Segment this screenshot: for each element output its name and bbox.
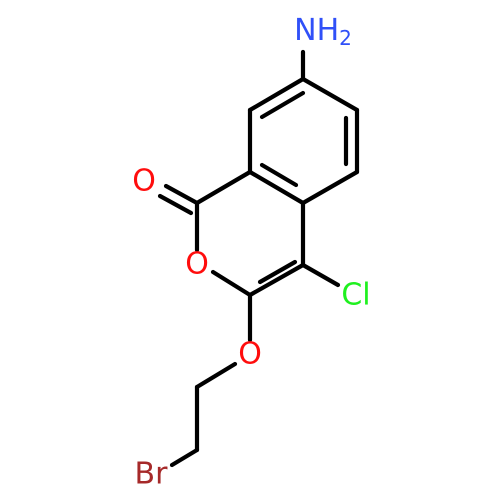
carbonyl-oxygen-label: O [132, 164, 156, 199]
carbonyl-bond [163, 183, 200, 206]
bond [194, 169, 253, 206]
benzene-ring [247, 76, 360, 206]
double-bond-inner [259, 90, 306, 120]
double-bond-inner [257, 259, 298, 285]
bromo-bond [169, 447, 200, 468]
amine-label: NH2 [294, 13, 352, 51]
bond [300, 169, 360, 206]
bond [300, 76, 360, 113]
ethyl-bond [194, 361, 238, 390]
amine-subscript: 2 [339, 26, 352, 50]
ether-oxygen-label: O [238, 337, 262, 372]
amine-text: NH [294, 13, 339, 48]
lactone-ring [194, 169, 306, 298]
double-bond-inner [259, 162, 299, 188]
bond [247, 76, 306, 113]
ring-oxygen-label: O [185, 247, 209, 282]
chlorine-label: Cl [341, 278, 370, 313]
bond [247, 262, 306, 298]
carbonyl-bond [157, 193, 194, 216]
bond [210, 269, 253, 298]
bromine-label: Br [135, 457, 169, 492]
substituent-bonds [157, 49, 341, 468]
chloro-bond [300, 262, 341, 288]
bond [247, 169, 306, 206]
